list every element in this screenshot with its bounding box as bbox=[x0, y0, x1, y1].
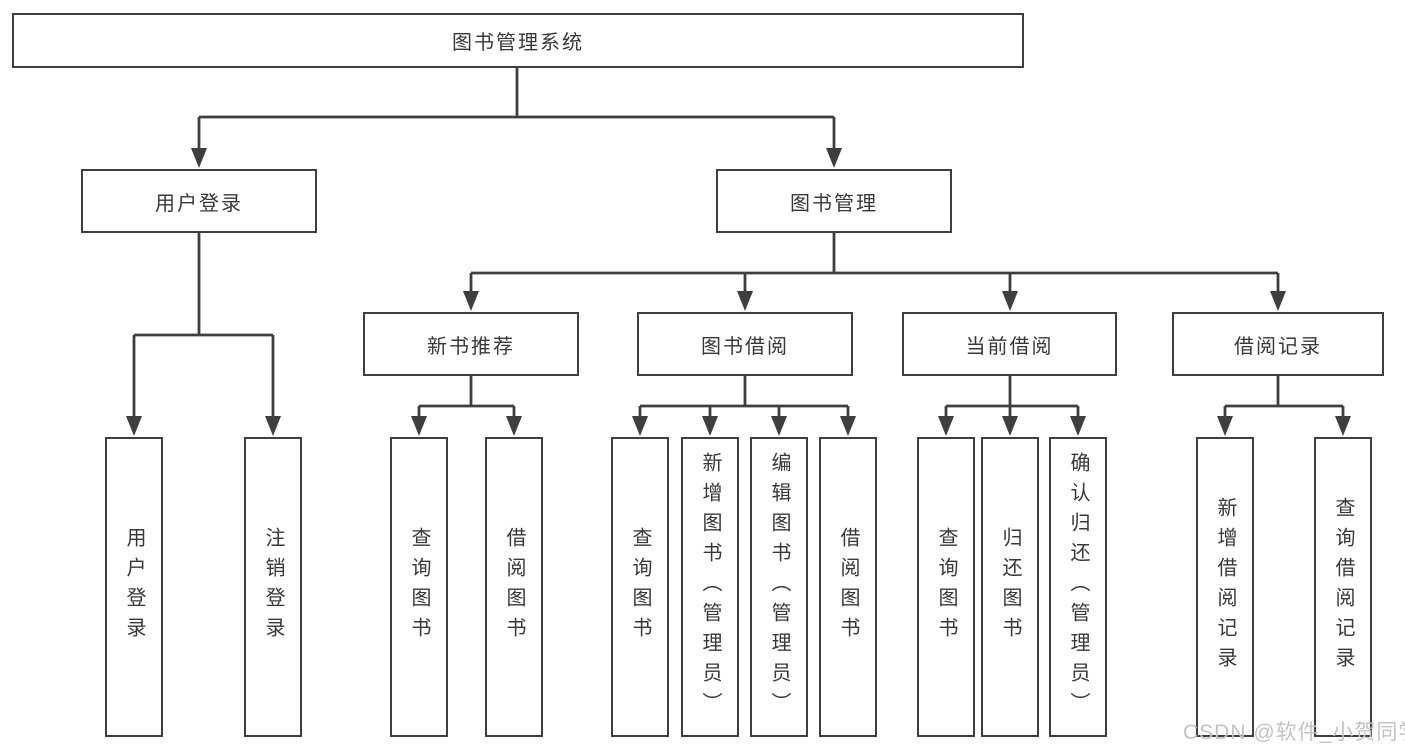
connector-line bbox=[638, 376, 850, 420]
node-leaf-cb-return-book: 归还图书 bbox=[981, 437, 1039, 737]
connector-line bbox=[132, 233, 275, 420]
arrowhead-icon bbox=[506, 416, 522, 436]
arrowhead-icon bbox=[463, 291, 479, 311]
node-leaf-cb-confirm-return: 确认归还（管理员） bbox=[1049, 437, 1107, 737]
connector-line bbox=[469, 233, 1280, 295]
node-leaf-bb-query-book: 查询图书 bbox=[611, 437, 669, 737]
node-leaf-br-query-record: 查询借阅记录 bbox=[1314, 437, 1372, 737]
leaf-label: 确认归还（管理员） bbox=[1067, 452, 1089, 722]
node-root: 图书管理系统 bbox=[12, 13, 1024, 68]
arrowhead-icon bbox=[737, 291, 753, 311]
node-leaf-user-login: 用户登录 bbox=[105, 437, 163, 737]
node-leaf-nbr-borrow-book: 借阅图书 bbox=[485, 437, 543, 737]
arrowhead-icon bbox=[840, 416, 856, 436]
connector-currentborrow-to-leaves bbox=[938, 376, 1086, 436]
connector-line bbox=[197, 68, 836, 152]
leaf-label: 新增图书（管理员） bbox=[699, 452, 721, 722]
leaf-label: 查询图书 bbox=[629, 527, 651, 647]
connector-borrowrecords-to-leaves bbox=[1217, 376, 1351, 436]
arrowhead-icon bbox=[938, 416, 954, 436]
node-leaf-logout: 注销登录 bbox=[244, 437, 302, 737]
node-leaf-bb-borrow-book: 借阅图书 bbox=[819, 437, 877, 737]
connector-bookmgmt-to-level3 bbox=[463, 233, 1286, 311]
node-borrow-records: 借阅记录 bbox=[1172, 312, 1384, 376]
leaf-label: 查询借阅记录 bbox=[1332, 497, 1354, 677]
connector-root-to-level2 bbox=[191, 68, 842, 168]
leaf-label: 新增借阅记录 bbox=[1214, 497, 1236, 677]
arrowhead-icon bbox=[1270, 291, 1286, 311]
leaf-label: 查询图书 bbox=[935, 527, 957, 647]
arrowhead-icon bbox=[1217, 416, 1233, 436]
connector-line bbox=[1223, 376, 1345, 420]
connector-newbookrec-to-leaves bbox=[411, 376, 522, 436]
connector-bookborrow-to-leaves bbox=[632, 376, 856, 436]
node-leaf-cb-query-book: 查询图书 bbox=[917, 437, 975, 737]
arrowhead-icon bbox=[191, 148, 207, 168]
leaf-label: 归还图书 bbox=[999, 527, 1021, 647]
arrowhead-icon bbox=[702, 416, 718, 436]
node-current-borrow: 当前借阅 bbox=[902, 312, 1117, 376]
leaf-label: 注销登录 bbox=[262, 527, 284, 647]
leaf-label: 用户登录 bbox=[123, 527, 145, 647]
node-leaf-bb-add-book: 新增图书（管理员） bbox=[681, 437, 739, 737]
arrowhead-icon bbox=[771, 416, 787, 436]
leaf-label: 查询图书 bbox=[408, 527, 430, 647]
arrowhead-icon bbox=[265, 416, 281, 436]
node-leaf-nbr-query-book: 查询图书 bbox=[390, 437, 448, 737]
node-user-login: 用户登录 bbox=[81, 169, 317, 233]
leaf-label: 借阅图书 bbox=[503, 527, 525, 647]
leaf-label: 借阅图书 bbox=[837, 527, 859, 647]
arrowhead-icon bbox=[632, 416, 648, 436]
connector-line bbox=[417, 376, 516, 420]
node-new-book-recommend: 新书推荐 bbox=[363, 312, 579, 376]
node-leaf-bb-edit-book: 编辑图书（管理员） bbox=[750, 437, 808, 737]
arrowhead-icon bbox=[1002, 416, 1018, 436]
node-leaf-br-add-record: 新增借阅记录 bbox=[1196, 437, 1254, 737]
arrowhead-icon bbox=[411, 416, 427, 436]
csdn-watermark: CSDN @软件_小贺同学 bbox=[1183, 721, 1405, 744]
arrowhead-icon bbox=[1002, 291, 1018, 311]
arrowhead-icon bbox=[1335, 416, 1351, 436]
leaf-label: 编辑图书（管理员） bbox=[768, 452, 790, 722]
connector-line bbox=[944, 376, 1080, 420]
node-book-management: 图书管理 bbox=[716, 169, 952, 233]
arrowhead-icon bbox=[1070, 416, 1086, 436]
arrowhead-icon bbox=[826, 148, 842, 168]
arrowhead-icon bbox=[126, 416, 142, 436]
node-book-borrow: 图书借阅 bbox=[637, 312, 853, 376]
connector-userlogin-to-leaves bbox=[126, 233, 281, 436]
